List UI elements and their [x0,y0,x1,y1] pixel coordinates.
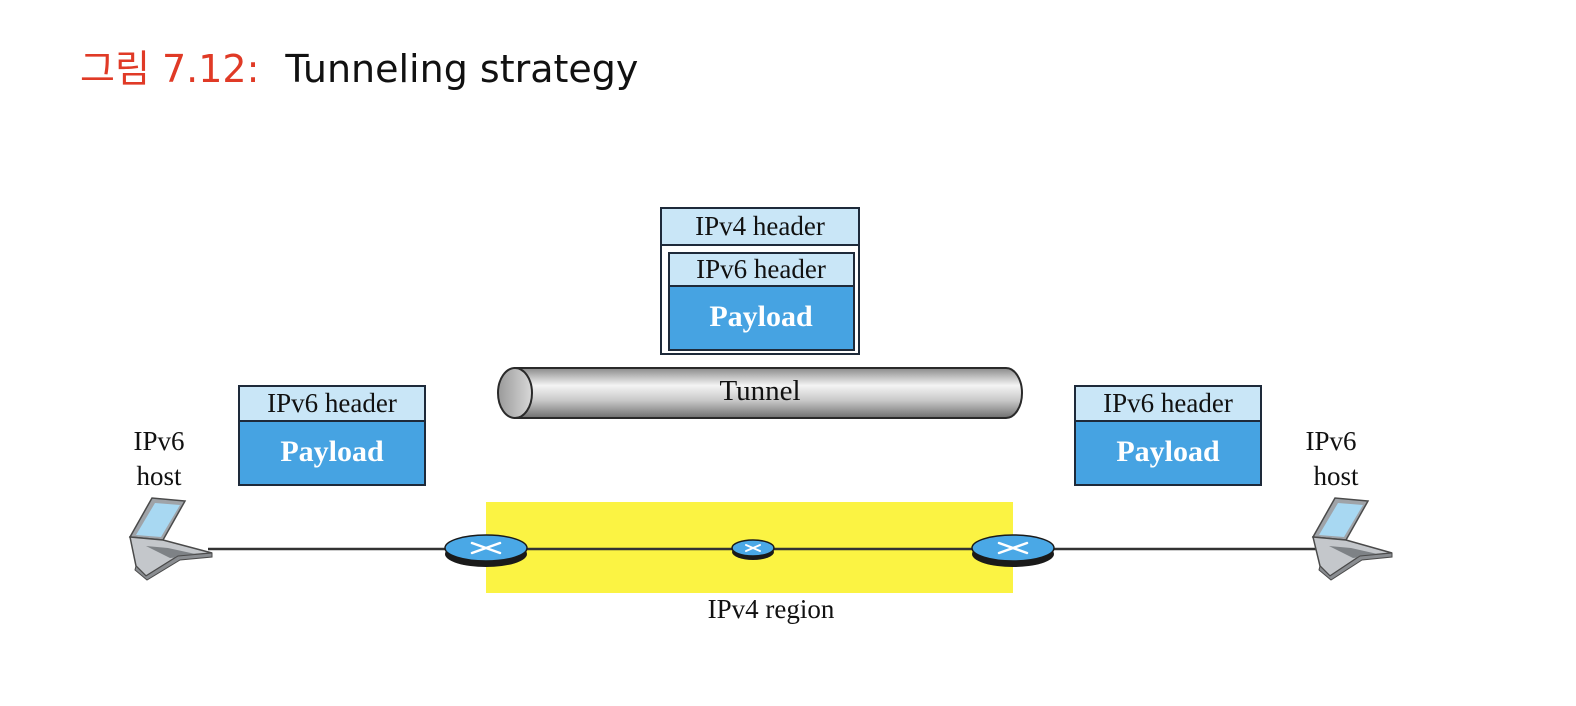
payload-box [238,420,426,486]
right-host-label-line2: host [1313,461,1359,491]
router-icon [444,534,528,567]
laptop-icon [128,497,213,581]
ipv6-header-box [238,385,426,422]
ipv6-header-box [668,252,855,287]
left-ipv6-packet: IPv6 header Payload [238,385,426,486]
payload-label: Payload [1116,435,1220,468]
payload-box [668,285,855,351]
router-icon [731,539,775,560]
ipv4-region-label: IPv4 region [708,594,835,624]
ipv6-header-label: IPv6 header [267,388,397,418]
left-host-label-line2: host [136,461,182,491]
payload-label: Payload [280,435,384,468]
figure-caption: Tunneling strategy [285,47,639,91]
tunnel-label: Tunnel [719,375,800,407]
payload-label: Payload [709,300,813,333]
figure-title: 그림 7.12: Tunneling strategy [80,38,638,93]
ipv6-header-label: IPv6 header [1103,388,1233,418]
router-icon [971,534,1055,567]
tunneled-ipv4-packet: IPv4 header IPv6 header Payload [660,207,860,355]
right-ipv6-packet: IPv6 header Payload [1074,385,1262,486]
tunnel-pipe: Tunnel [497,367,1023,419]
right-host-label-line1: IPv6 [1305,426,1356,456]
ipv6-header-label: IPv6 header [696,254,826,284]
left-host-label-line1: IPv6 [133,426,184,456]
figure-number: 그림 7.12: [80,47,260,91]
ipv6-header-box [1074,385,1262,422]
ipv4-header-label: IPv4 header [695,211,825,241]
laptop-icon [1311,497,1393,581]
payload-box [1074,420,1262,486]
ipv4-header-box [662,209,858,245]
tunnel-opening [497,367,533,419]
